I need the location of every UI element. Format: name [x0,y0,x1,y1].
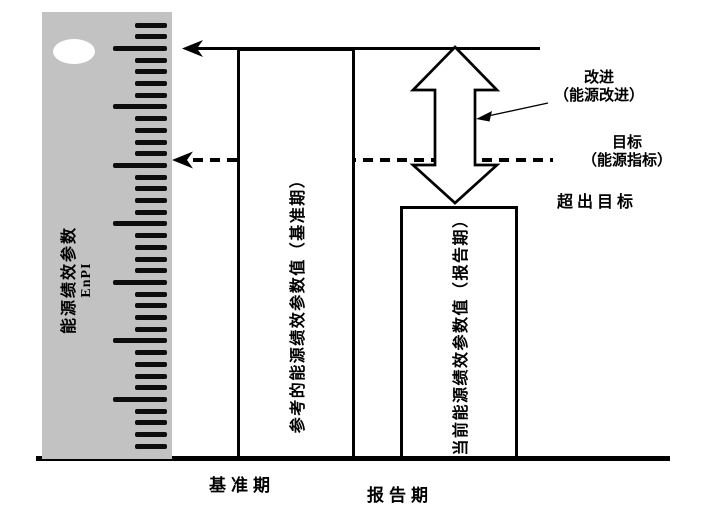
ruler-minor-tick [135,151,167,157]
exceed-target-label: 超出目标 [557,194,638,211]
ruler-minor-tick [135,291,167,297]
ruler-minor-tick [135,139,167,145]
baseline-period-label: 基准期 [209,476,275,495]
ruler-minor-tick [135,92,167,98]
ruler-minor-tick [135,69,167,75]
ruler-major-tick [113,162,167,168]
ruler-hole [53,39,95,64]
ruler-minor-tick [135,326,167,332]
ruler-minor-tick [135,233,167,239]
target-label-title: 目标 [611,135,642,151]
improvement-pointer-arrowhead-icon [476,111,492,122]
reporting-bar-label: 当前能源绩效参数值（报告期） [453,209,470,456]
reporting-period-label: 报告期 [367,486,433,505]
ruler-major-tick [113,104,167,110]
improvement-double-arrow-icon [409,45,501,205]
ruler-minor-tick [135,116,167,122]
improvement-label: 改进 （能源改进） [538,69,660,105]
ruler-major-tick [113,279,167,285]
enpi-ruler: 能源绩效参数 EnPI [42,12,172,459]
ruler-minor-tick [135,268,167,274]
improvement-label-sub: （能源改进） [553,88,644,104]
ruler-minor-tick [135,443,167,449]
reference-left-arrowhead-icon [182,40,203,57]
ruler-minor-tick [135,420,167,426]
baseline-enpi-bar: 参考的能源绩效参数值（基准期） [237,48,355,459]
enpi-axis-label-en: EnPI [79,262,94,298]
ruler-minor-tick [135,256,167,262]
ruler-minor-tick [135,34,167,40]
ruler-minor-tick [135,57,167,63]
target-label-sub: （能源指标） [581,153,672,169]
ruler-minor-tick [135,408,167,414]
ruler-minor-tick [135,209,167,215]
ruler-major-tick [113,338,167,344]
baseline-bar-label: 参考的能源绩效参数值（基准期） [290,170,307,434]
ruler-minor-tick [135,198,167,203]
ruler-minor-tick [135,361,167,367]
ruler-minor-tick [135,350,167,356]
ruler-minor-tick [135,174,167,180]
reporting-enpi-bar: 当前能源绩效参数值（报告期） [400,206,518,459]
target-label: 目标 （能源指标） [566,134,688,170]
ruler-major-tick [113,221,167,227]
ruler-minor-tick [135,127,167,133]
ruler-minor-tick [135,303,167,309]
improvement-pointer-line [480,102,549,119]
ruler-minor-tick [135,186,167,192]
ruler-minor-tick [135,385,167,391]
ruler-minor-tick [135,81,167,86]
enpi-axis-label: 能源绩效参数 EnPI [61,226,95,334]
ruler-minor-tick [135,315,167,320]
ruler-minor-tick [135,373,167,379]
ruler-minor-tick [135,432,167,437]
enpi-axis-label-cn: 能源绩效参数 [61,225,78,335]
ruler-major-tick [113,396,167,402]
ruler-minor-tick [135,22,167,28]
ruler-major-tick [113,45,167,51]
ruler-minor-tick [135,244,167,250]
target-left-arrowhead-icon [172,151,193,169]
improvement-label-title: 改进 [583,70,614,86]
